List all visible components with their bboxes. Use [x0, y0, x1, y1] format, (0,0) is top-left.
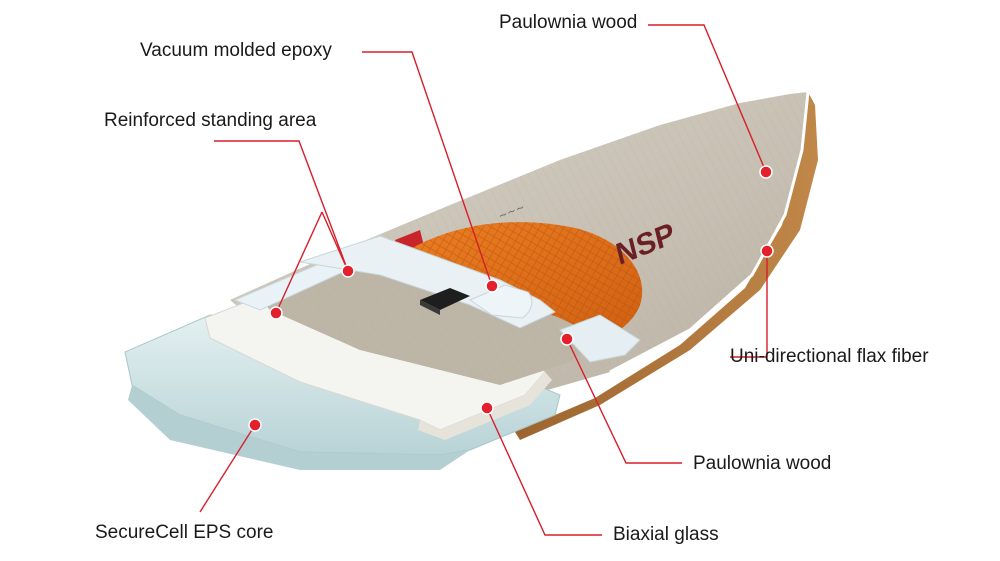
leader-biaxial — [486, 407, 602, 536]
label-biaxial-glass: Biaxial glass — [613, 524, 719, 545]
label-eps-core: SecureCell EPS core — [95, 522, 274, 543]
leader-core — [199, 424, 256, 513]
leader-lines — [199, 24, 768, 536]
markers — [248, 165, 774, 432]
eps-core-side — [128, 385, 470, 470]
vent-plug — [420, 288, 470, 310]
marker-paulownia-top — [759, 165, 773, 179]
leader-paulownia-top — [648, 24, 767, 173]
vacuum-epoxy-strip — [468, 284, 533, 319]
label-vacuum-molded-epoxy: Vacuum molded epoxy — [140, 40, 332, 61]
vent-plug-side — [420, 300, 440, 315]
leader-flax — [730, 251, 768, 358]
marker-paulownia-bottom — [560, 332, 574, 346]
marker-vacuum — [485, 279, 499, 293]
label-paulownia-wood-top: Paulownia wood — [499, 12, 638, 33]
label-reinforced-standing-area: Reinforced standing area — [104, 110, 317, 131]
leader-reinforced — [214, 140, 349, 272]
marker-flax — [760, 244, 774, 258]
label-flax-fiber: Uni-directional flax fiber — [730, 346, 929, 367]
label-paulownia-wood-bottom: Paulownia wood — [693, 453, 832, 474]
leader-vacuum — [362, 51, 493, 287]
paulownia-lower-grain — [255, 258, 600, 385]
marker-core — [248, 418, 262, 432]
reinforced-band-right — [559, 314, 641, 363]
leader-reinforced-branch — [275, 211, 323, 314]
leader-paulownia-bottom — [566, 338, 682, 464]
leader-reinforced-branch-top — [321, 211, 349, 272]
marker-reinforced-second — [269, 306, 283, 320]
marker-reinforced — [341, 264, 355, 278]
biaxial-glass-edge — [418, 372, 552, 440]
marker-biaxial — [480, 401, 494, 415]
